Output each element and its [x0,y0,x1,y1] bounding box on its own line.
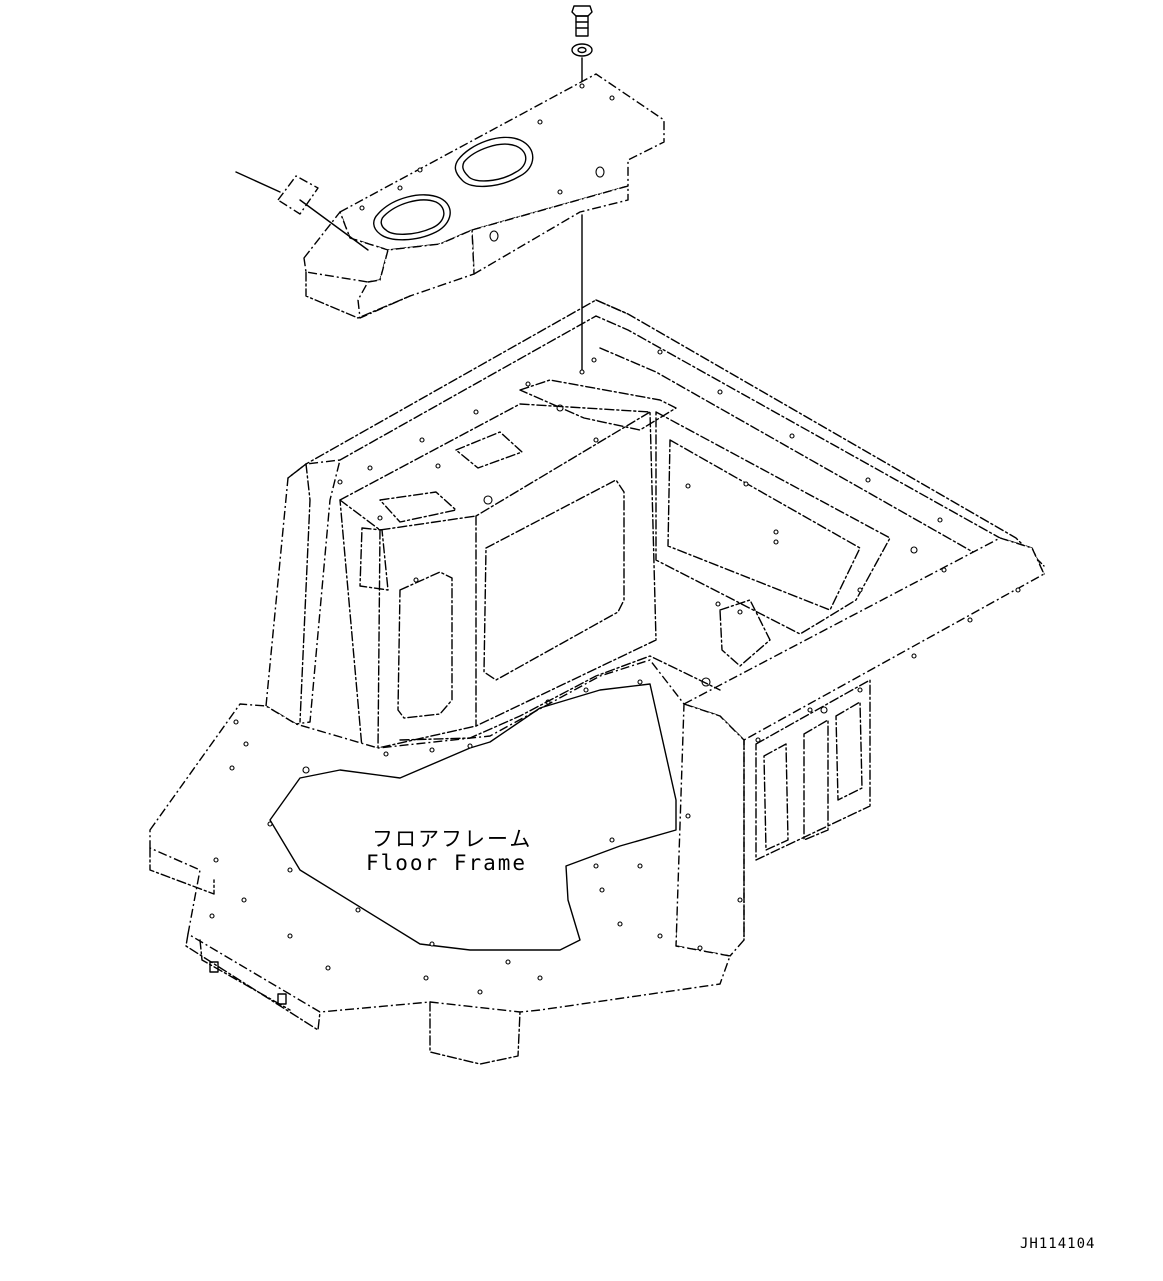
part-name-english: Floor Frame [366,851,528,875]
frame-top-rim [337,299,1045,575]
right-front-beam [675,537,1045,957]
housing-floor-edge [399,655,721,741]
drawing-id: JH114104 [1020,1236,1096,1252]
console-cover [303,73,665,319]
floor-plate [149,659,731,1065]
bolt-icon [571,5,593,37]
washer-icon [571,43,593,57]
part-name-japanese: フロアフレーム [372,827,533,851]
decal-label [235,171,369,251]
rear-inner-panel [655,411,891,667]
left-pillar [265,299,629,725]
